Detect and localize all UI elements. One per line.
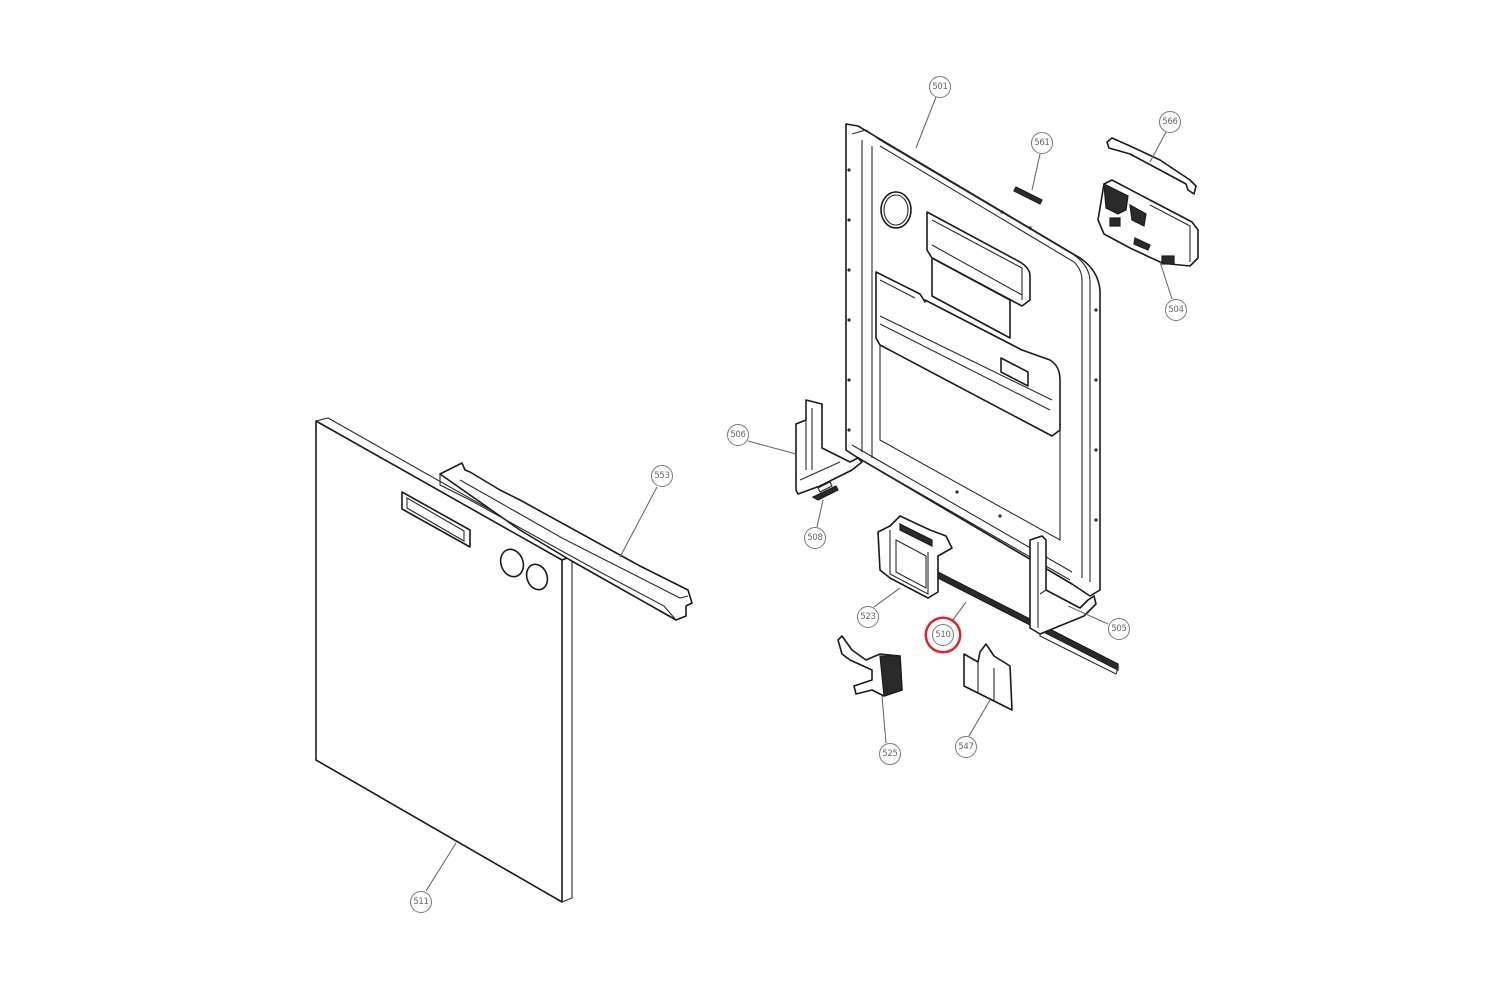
callout-566[interactable]: 566 [1159, 111, 1181, 133]
callout-510-highlighted[interactable]: 510 [932, 624, 954, 646]
insulation-pad [963, 643, 1013, 711]
door-latch [837, 635, 903, 697]
callout-547[interactable]: 547 [955, 736, 977, 758]
callout-553[interactable]: 553 [651, 465, 673, 487]
outer-door-panel [315, 417, 573, 903]
hinge-bracket-left [795, 399, 863, 495]
leader-lines [425, 96, 1173, 892]
callout-505[interactable]: 505 [1108, 618, 1130, 640]
control-bracket [1106, 137, 1197, 195]
inner-door-panel [845, 123, 1101, 597]
callout-506[interactable]: 506 [727, 424, 749, 446]
door-vent-clip [1013, 186, 1043, 205]
callout-508[interactable]: 508 [804, 527, 826, 549]
callout-511[interactable]: 511 [410, 891, 432, 913]
hinge-clip [811, 481, 839, 501]
callout-501[interactable]: 501 [929, 76, 951, 98]
detergent-housing-bracket [877, 515, 953, 599]
callout-523[interactable]: 523 [857, 606, 879, 628]
callout-561[interactable]: 561 [1031, 132, 1053, 154]
callout-525[interactable]: 525 [879, 743, 901, 765]
hinge-bracket-right [1029, 535, 1097, 635]
callout-504[interactable]: 504 [1165, 299, 1187, 321]
control-module [1097, 179, 1199, 267]
door-top-trim [439, 462, 693, 621]
